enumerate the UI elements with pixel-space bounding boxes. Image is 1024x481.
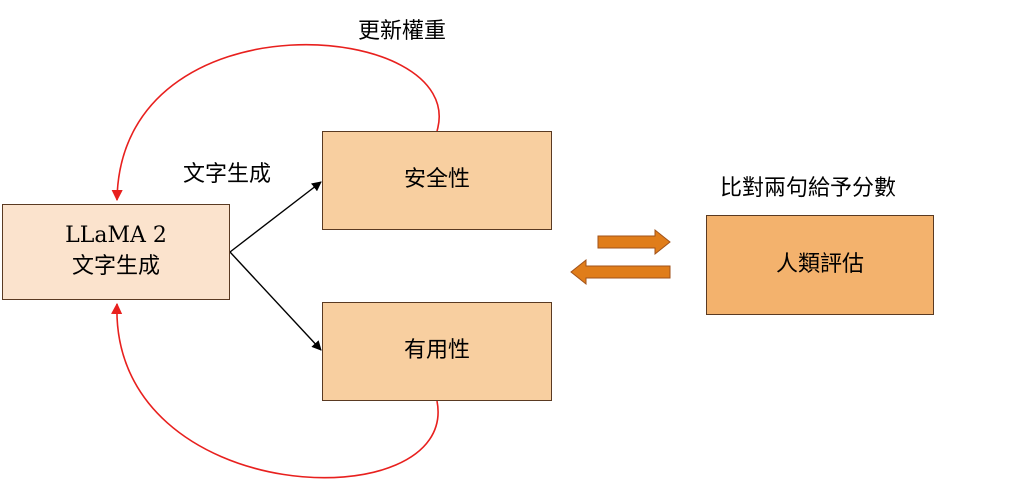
llama-box-subtitle: 文字生成 xyxy=(71,254,160,279)
helpfulness-box: 有用性 xyxy=(322,302,552,401)
generation-arrow-safety xyxy=(229,181,322,253)
llama-box-title: LLaMA 2 xyxy=(65,223,167,249)
update-weights-label: 更新權重 xyxy=(358,19,447,44)
llama-box: LLaMA 2 文字生成 xyxy=(2,204,230,300)
safety-box: 安全性 xyxy=(322,131,552,230)
exchange-arrow-left xyxy=(570,258,671,286)
update-weights-arrow-bottom xyxy=(111,302,439,479)
text-generation-label: 文字生成 xyxy=(183,162,272,187)
compare-score-label: 比對兩句給予分數 xyxy=(720,176,897,201)
exchange-arrow-right xyxy=(597,228,671,256)
human-evaluation-box: 人類評估 xyxy=(706,215,934,315)
update-weights-arrow-top xyxy=(111,43,440,202)
generation-arrow-helpfulness xyxy=(229,251,322,351)
